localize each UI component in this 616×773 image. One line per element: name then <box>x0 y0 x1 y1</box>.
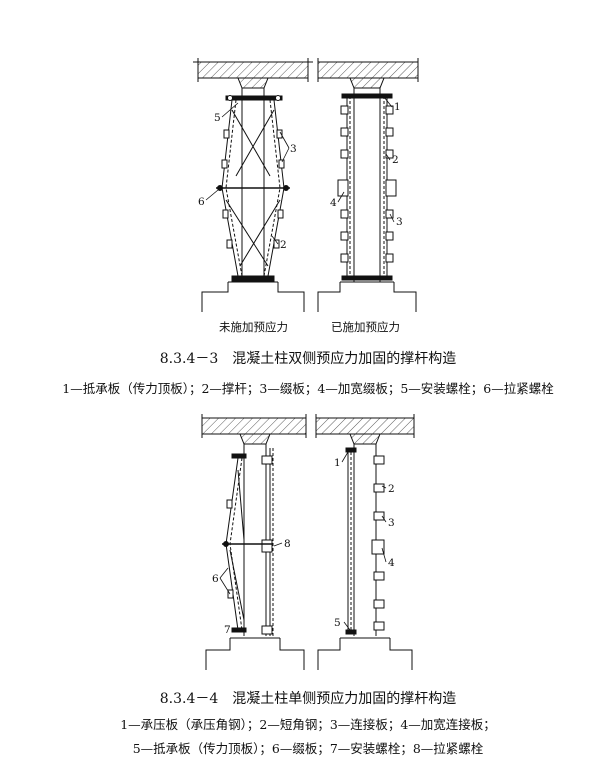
fig2-right-foundation <box>317 637 413 670</box>
fig2-left-column <box>243 444 274 636</box>
fig1-left-callout-5: 5 <box>214 112 221 124</box>
fig1-left-top-plates <box>225 95 283 101</box>
fig2-left-foundation <box>205 637 305 670</box>
fig1-left-foundation <box>201 281 305 312</box>
fig1-left-callout-2: 2 <box>280 239 287 251</box>
fig2-right-callout-2: 2 <box>388 483 395 495</box>
fig2-right-beam <box>315 414 415 445</box>
fig1-left-column <box>241 88 265 282</box>
fig2-left-callout-8: 8 <box>284 538 291 550</box>
fig1-right-callout-4: 4 <box>330 197 337 209</box>
fig2-right-callout-3: 3 <box>388 517 395 529</box>
fig2-left-beam <box>201 414 307 445</box>
fig1-title: 8.3.4－3 混凝土柱双侧预应力加固的撑杆构造 <box>159 351 457 367</box>
fig2-legend-line-1: 1—承压板（承压角钢）；2—短角钢；3—连接板；4—加宽连接板； <box>120 717 496 732</box>
fig1-right-beam <box>317 58 419 89</box>
fig2-left-callout-7: 7 <box>224 624 231 636</box>
fig2-legend-line-2: 5—抵承板（传力顶板）；6—缀板；7—安装螺栓；8—拉紧螺栓 <box>132 741 484 756</box>
fig2-left-strut <box>222 453 272 633</box>
fig1-right-callout-1: 1 <box>394 101 401 113</box>
fig1-right-foundation <box>317 281 417 312</box>
fig2-left-drawing <box>201 414 307 670</box>
fig2-right-callout-1: 1 <box>334 457 341 469</box>
fig1-left-beam <box>193 58 313 89</box>
fig1-left-drawing <box>193 58 313 312</box>
fig1-legend: 1—抵承板（传力顶板）；2—撑杆；3—缀板；4—加宽缀板；5—安装螺栓；6—拉紧… <box>62 381 554 396</box>
fig1-right-column <box>341 88 393 282</box>
fig1-right-callout-3: 3 <box>396 216 403 228</box>
fig1-right-battens <box>337 105 397 281</box>
fig2-right-callout-4: 4 <box>388 557 395 569</box>
fig1-left-leaders <box>205 102 290 245</box>
fig1-right-callout-2: 2 <box>392 154 399 166</box>
fig2-left-leaders <box>219 542 283 632</box>
fig1-left-callout-6: 6 <box>198 196 205 208</box>
callout-labels: 5 3 6 2 1 2 4 3 8 6 7 1 2 3 4 5 <box>198 101 403 636</box>
fig2-right-drawing <box>315 414 415 670</box>
fig1-left-callout-3: 3 <box>290 143 297 155</box>
fig1-right-leaders <box>337 96 395 223</box>
fig2-left-callout-6: 6 <box>212 573 219 585</box>
fig1-right-drawing <box>317 58 419 312</box>
fig1-left-struts <box>216 99 290 277</box>
fig2-title: 8.3.4－4 混凝土柱单侧预应力加固的撑杆构造 <box>159 691 457 707</box>
fig2-right-leaders <box>341 451 387 631</box>
fig2-right-plates <box>371 455 385 631</box>
fig1-left-bottom-plates <box>231 275 275 282</box>
fig1-left-state-label: 未施加预应力 <box>219 320 288 334</box>
fig2-right-callout-5: 5 <box>334 617 341 629</box>
fig1-right-state-label: 已施加预应力 <box>331 320 400 334</box>
